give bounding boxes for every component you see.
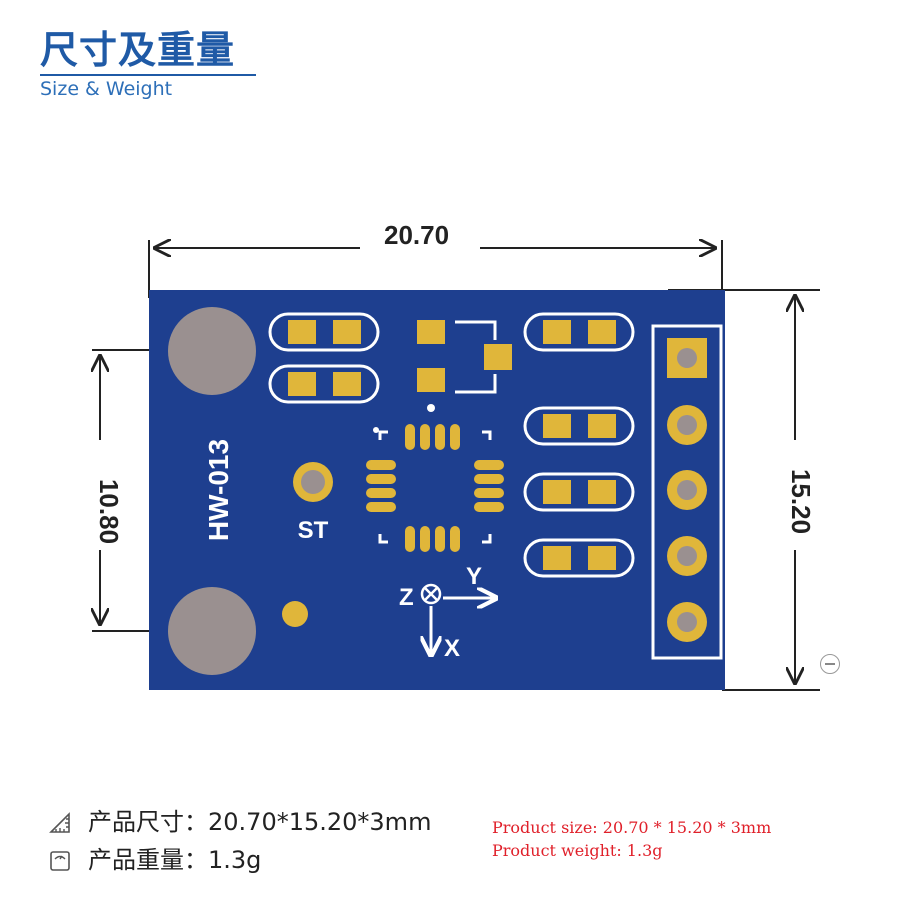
axis-z-label: Z (399, 584, 414, 611)
dimension-lines (92, 240, 820, 691)
page-title: 尺寸及重量 (40, 28, 236, 72)
st-label: ST (298, 517, 329, 544)
spec-size-value: 20.70*15.20*3mm (208, 808, 432, 836)
qfn-ic (366, 424, 504, 552)
product-weight-en: Product weight: 1.3g (492, 841, 663, 860)
ruler-icon (49, 812, 70, 833)
minus-icon (820, 654, 840, 674)
spec-size-label: 产品尺寸： (88, 808, 208, 836)
dimension-hole-spacing: 10.80 (94, 478, 125, 545)
dimension-width: 20.70 (384, 220, 450, 250)
page-subtitle: Size & Weight (40, 78, 173, 100)
axis-y-label: Y (466, 563, 482, 590)
via-pad (282, 601, 308, 627)
smd-components-right (523, 312, 635, 578)
spec-size-row: 产品尺寸：20.70*15.20*3mm (48, 802, 431, 837)
spec-weight-label: 产品重量： (88, 846, 208, 874)
model-label: HW-013 (203, 439, 234, 541)
st-pad-hole (301, 470, 325, 494)
mounting-hole-bottom (168, 587, 256, 675)
pin-header (651, 324, 723, 660)
axis-x-label: X (444, 635, 460, 662)
smd-components-left (268, 312, 380, 404)
spec-weight-value: 1.3g (208, 846, 262, 874)
sot-component (417, 320, 512, 412)
scale-icon (50, 851, 70, 871)
dimension-height: 15.20 (786, 468, 817, 535)
product-size-en: Product size: 20.70 * 15.20 * 3mm (492, 818, 772, 837)
spec-weight-row: 产品重量：1.3g (48, 840, 261, 875)
axis-indicator: Z Y X (399, 563, 496, 662)
mounting-hole-top (168, 307, 256, 395)
title-underline (40, 74, 256, 76)
